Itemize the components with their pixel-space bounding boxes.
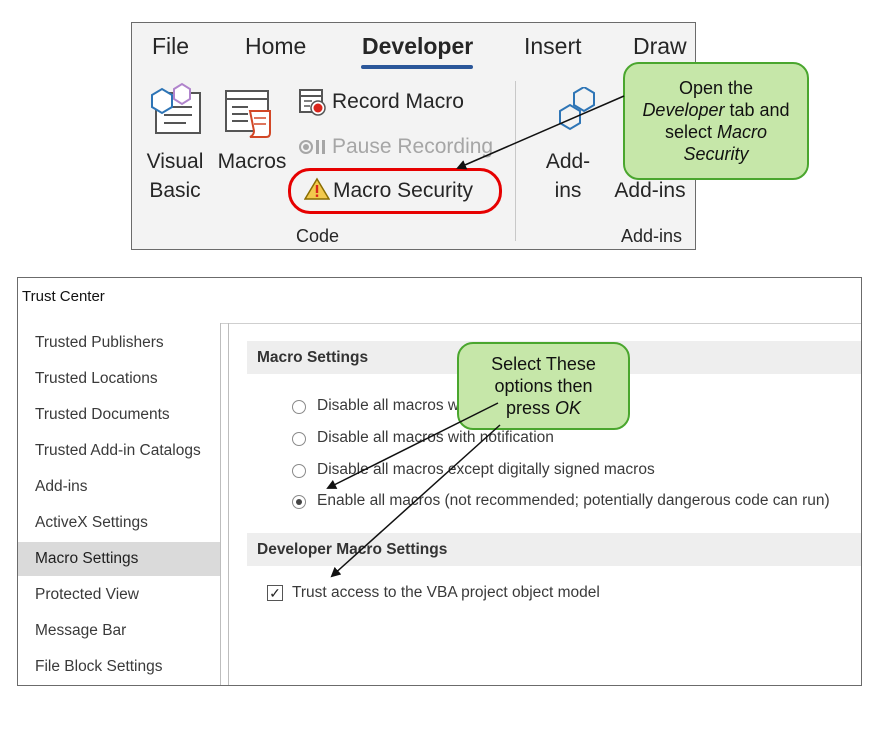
active-tab-underline <box>361 65 473 69</box>
radio-enable-all-macros[interactable] <box>292 495 306 509</box>
callout-select-options: Select These options then press OK <box>457 342 630 430</box>
radio-disable-except-signed[interactable] <box>292 464 306 478</box>
radio-disable-without-notification[interactable] <box>292 400 306 414</box>
addins-label-line1: Add- <box>545 150 591 173</box>
arrow-to-trust-vba <box>330 424 501 578</box>
option-disable-with-notification-label[interactable]: Disable all macros with notification <box>317 429 554 446</box>
nav-item-addins[interactable]: Add-ins <box>35 478 88 495</box>
callout-middle-line3-em: OK <box>555 398 582 418</box>
arrow-to-macro-security <box>456 95 625 170</box>
macros-icon[interactable] <box>220 85 280 143</box>
tab-insert[interactable]: Insert <box>524 33 582 59</box>
nav-item-trusted-documents[interactable]: Trusted Documents <box>35 406 170 423</box>
code-group-label: Code <box>296 226 340 246</box>
nav-item-message-bar[interactable]: Message Bar <box>35 622 127 639</box>
nav-item-macro-settings[interactable]: Macro Settings <box>18 542 220 576</box>
macro-security-highlight <box>288 168 502 214</box>
trust-center-nav: Trusted Publishers Trusted Locations Tru… <box>18 323 221 685</box>
content-divider <box>228 323 229 685</box>
tab-draw[interactable]: Draw <box>633 33 687 59</box>
warning-icon[interactable] <box>303 177 331 201</box>
radio-disable-with-notification[interactable] <box>292 432 306 446</box>
option-disable-without-notification-label[interactable]: Disable all macros w <box>317 397 460 414</box>
developer-ribbon: File Home Developer Insert Draw Visual B… <box>131 22 696 250</box>
tab-home[interactable]: Home <box>245 33 307 59</box>
callout-top-line3: select <box>664 122 717 142</box>
record-macro-icon[interactable] <box>298 87 328 117</box>
visual-basic-label-line2: Basic <box>149 179 201 202</box>
callout-top-line1: Open the <box>678 78 754 98</box>
visual-basic-icon[interactable] <box>142 81 212 139</box>
callout-middle-line1: Select These <box>491 354 596 374</box>
tab-developer[interactable]: Developer <box>362 33 474 59</box>
tab-file[interactable]: File <box>152 33 190 59</box>
trust-vba-checkbox[interactable]: ✓ <box>267 585 283 601</box>
pause-recording-button: Pause Recording <box>332 135 494 158</box>
nav-item-file-block-settings[interactable]: File Block Settings <box>35 658 163 675</box>
addins-label-line2: ins <box>554 179 582 202</box>
group-separator <box>515 81 516 241</box>
nav-item-trusted-publishers[interactable]: Trusted Publishers <box>35 334 164 351</box>
title-divider <box>18 323 861 324</box>
callout-middle-line3: press <box>505 398 555 418</box>
callout-top-line2-em: Developer <box>642 100 725 120</box>
visual-basic-label[interactable]: Visual Basic <box>142 147 208 205</box>
nav-item-activex-settings[interactable]: ActiveX Settings <box>35 514 148 531</box>
callout-open-developer-tab: Open the Developer tab and select Macro … <box>623 62 809 180</box>
visual-basic-label-line1: Visual <box>146 150 204 173</box>
macro-security-button[interactable]: Macro Security <box>333 179 474 202</box>
excel-addins-label[interactable]: Add-ins <box>614 179 686 202</box>
pause-recording-icon <box>298 137 330 157</box>
record-macro-button[interactable]: Record Macro <box>332 90 464 113</box>
addins-label[interactable]: Add- ins <box>536 147 600 205</box>
dialog-title: Trust Center <box>22 288 105 305</box>
nav-item-trusted-addin-catalogs[interactable]: Trusted Add-in Catalogs <box>35 442 201 459</box>
macros-label[interactable]: Macros <box>217 150 287 173</box>
option-disable-except-signed-label[interactable]: Disable all macros except digitally sign… <box>317 461 655 478</box>
arrow-to-enable-all-macros <box>326 402 499 489</box>
callout-top-line2-rest: tab and <box>724 100 790 120</box>
callout-middle-line2: options then <box>494 376 593 396</box>
option-enable-all-macros-label[interactable]: Enable all macros (not recommended; pote… <box>317 492 830 509</box>
callout-top-line4-em: Security <box>683 144 749 164</box>
addins-group-label: Add-ins <box>621 226 683 246</box>
callout-top-line3-em: Macro <box>717 122 768 142</box>
trust-vba-label[interactable]: Trust access to the VBA project object m… <box>292 584 600 601</box>
nav-item-trusted-locations[interactable]: Trusted Locations <box>35 370 158 387</box>
nav-item-protected-view[interactable]: Protected View <box>35 586 139 603</box>
